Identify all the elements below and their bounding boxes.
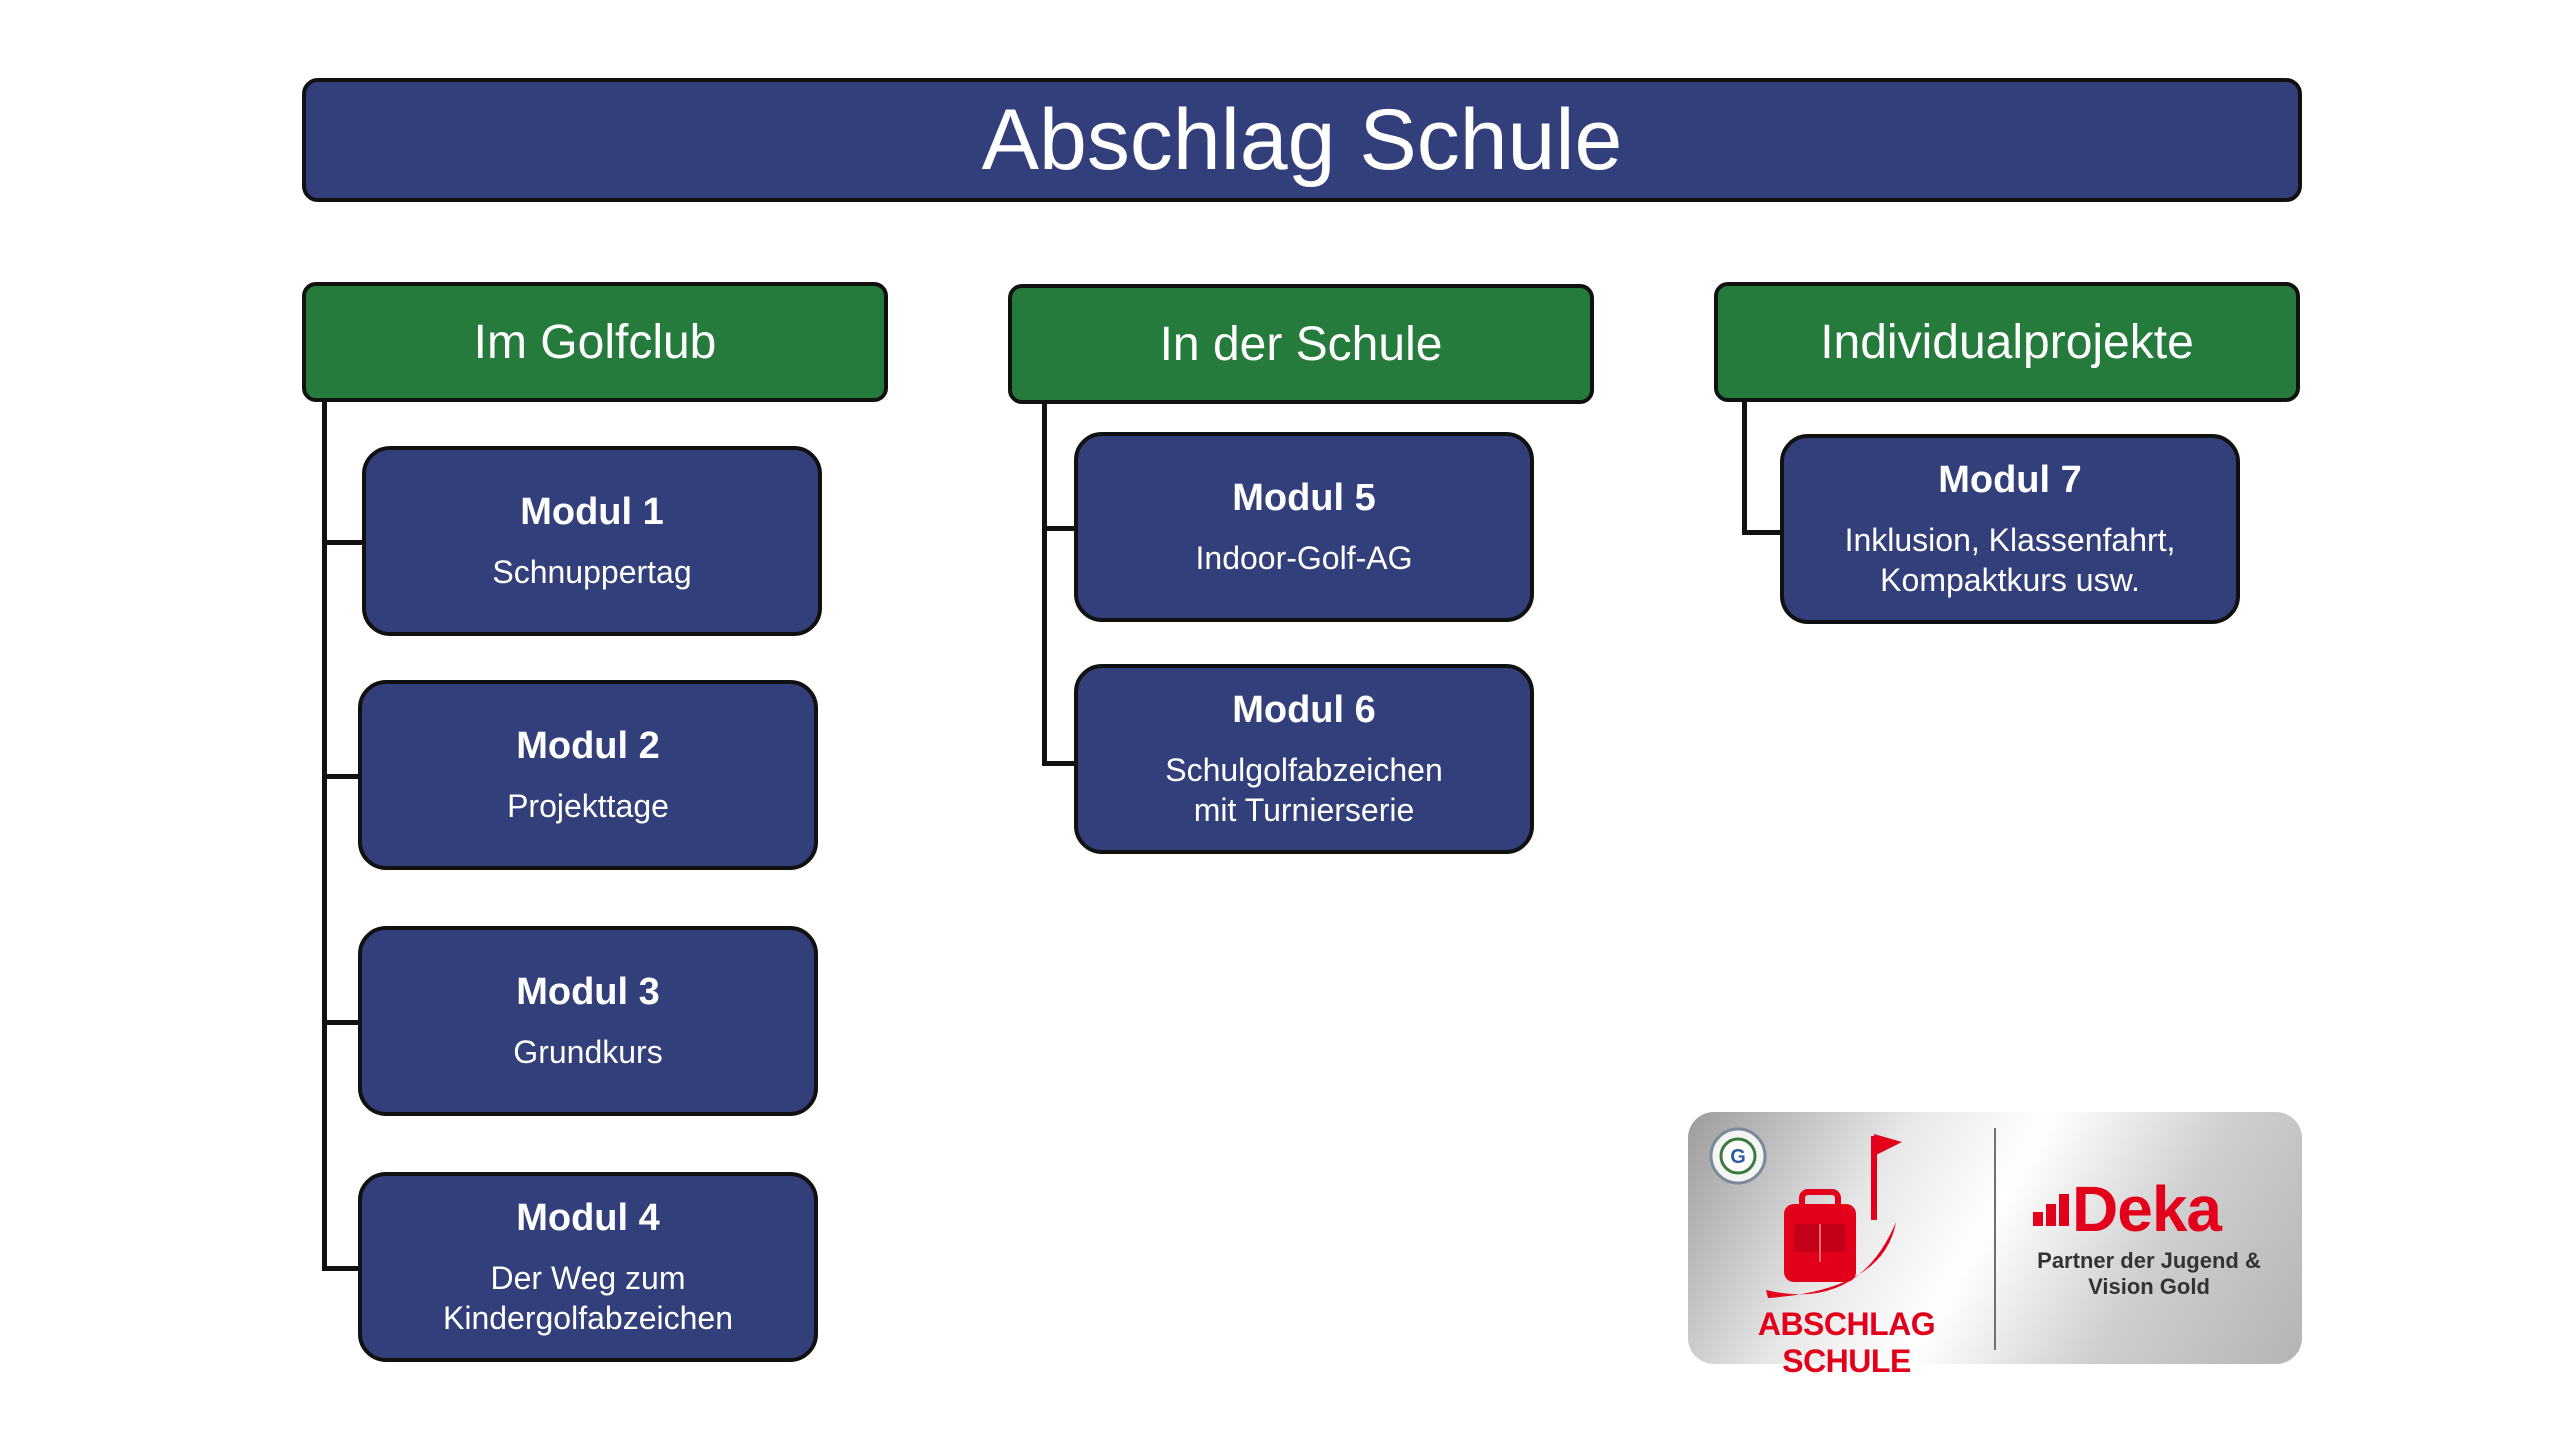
module-description: Schnuppertag <box>492 553 692 590</box>
module-box-2: Modul 2 Projekttage <box>358 680 818 870</box>
abschlag-schule-emblem-icon: G <box>1709 1127 2069 1298</box>
connector-modul-3 <box>322 1020 362 1025</box>
module-title: Modul 1 <box>520 490 664 533</box>
connector-vertical-individual <box>1742 402 1747 534</box>
logo-divider <box>1994 1128 1996 1350</box>
module-title: Modul 2 <box>516 724 660 767</box>
connector-modul-1 <box>322 540 364 545</box>
module-box-1: Modul 1 Schnuppertag <box>362 446 822 636</box>
connector-modul-6 <box>1042 761 1076 766</box>
page-title: Abschlag Schule <box>302 78 2302 202</box>
module-title: Modul 4 <box>516 1196 660 1239</box>
module-box-6: Modul 6 Schulgolfabzeichen mit Turnierse… <box>1074 664 1534 854</box>
category-label: Individualprojekte <box>1820 315 2194 369</box>
category-label: In der Schule <box>1159 317 1443 371</box>
connector-modul-4 <box>322 1266 362 1271</box>
module-description: Indoor-Golf-AG <box>1195 539 1413 576</box>
deka-partner-text: Partner der Jugend & Vision Gold <box>2037 1248 2261 1299</box>
category-in-der-schule: In der Schule <box>1008 284 1594 404</box>
connector-modul-5 <box>1042 526 1076 531</box>
module-description: Grundkurs <box>513 1033 663 1070</box>
sponsor-logo: G ABSCHLAG SCHULE Deka Partner der Jugen… <box>1688 1112 2302 1379</box>
abschlag-schule-wordmark: ABSCHLAG SCHULE <box>1757 1306 1936 1379</box>
module-box-3: Modul 3 Grundkurs <box>358 926 818 1116</box>
module-box-4: Modul 4 Der Weg zum Kindergolfabzeichen <box>358 1172 818 1362</box>
category-im-golfclub: Im Golfclub <box>302 282 888 402</box>
connector-modul-7 <box>1742 530 1782 535</box>
module-description: Der Weg zum Kindergolfabzeichen <box>443 1259 733 1336</box>
module-description: Inklusion, Klassenfahrt, Kompaktkurs usw… <box>1844 521 2176 598</box>
svg-text:G: G <box>1730 1146 1746 1168</box>
connector-vertical-golfclub <box>322 402 327 1270</box>
category-individualprojekte: Individualprojekte <box>1714 282 2300 402</box>
module-title: Modul 3 <box>516 970 660 1013</box>
connector-vertical-schule <box>1042 404 1047 766</box>
module-description: Schulgolfabzeichen mit Turnierserie <box>1165 751 1443 828</box>
connector-modul-2 <box>322 774 362 779</box>
module-box-7: Modul 7 Inklusion, Klassenfahrt, Kompakt… <box>1780 434 2240 624</box>
module-description: Projekttage <box>507 787 669 824</box>
category-label: Im Golfclub <box>473 315 717 369</box>
module-title: Modul 6 <box>1232 688 1376 731</box>
module-title: Modul 7 <box>1938 458 2082 501</box>
module-box-5: Modul 5 Indoor-Golf-AG <box>1074 432 1534 622</box>
deka-wordmark: Deka <box>2072 1173 2222 1245</box>
page-title-text: Abschlag Schule <box>981 91 1623 188</box>
module-title: Modul 5 <box>1232 476 1376 519</box>
